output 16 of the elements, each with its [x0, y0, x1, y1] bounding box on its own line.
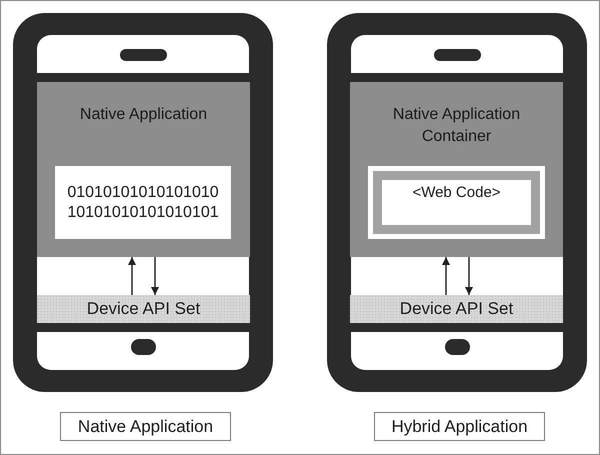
arrow: [128, 257, 136, 295]
binary-code-panel: 01010101010101010 10101010101010101: [55, 166, 231, 239]
arrow: [151, 257, 159, 295]
container-layer-title: Native Application Container: [392, 105, 522, 147]
app-type-label: Hybrid Application: [374, 412, 545, 441]
container-layer-panel: [350, 82, 563, 257]
app-type-label: Native Application: [60, 412, 231, 441]
app-layer-panel: [37, 82, 250, 257]
phone-frame: [13, 13, 273, 392]
arrow: [465, 257, 473, 295]
web-code-frame: <Web Code>: [368, 166, 545, 239]
api-layer-band: Device API Set: [37, 295, 250, 323]
phone-frame: [327, 13, 587, 392]
app-layer-title: Native Application: [78, 105, 208, 125]
api-layer-band: Device API Set: [350, 295, 563, 323]
arrow: [442, 257, 450, 295]
